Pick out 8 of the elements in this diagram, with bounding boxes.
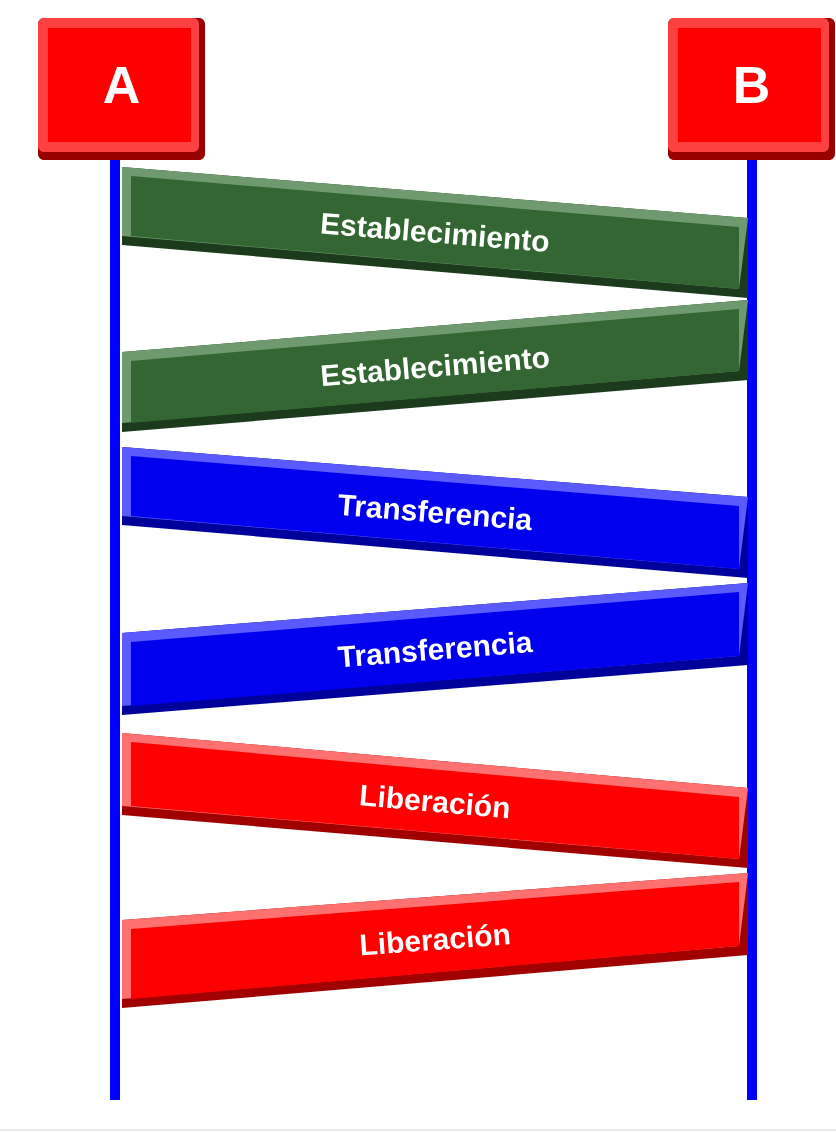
endpoint-box: A (38, 18, 205, 160)
message-band: Transferencia (122, 447, 748, 578)
message-band: Establecimiento (122, 300, 748, 432)
message-band: Establecimiento (122, 167, 748, 298)
endpoint-box: B (668, 18, 835, 160)
message-band: Liberación (122, 733, 748, 868)
message-band: Transferencia (122, 583, 748, 715)
message-band: Liberación (122, 873, 748, 1008)
